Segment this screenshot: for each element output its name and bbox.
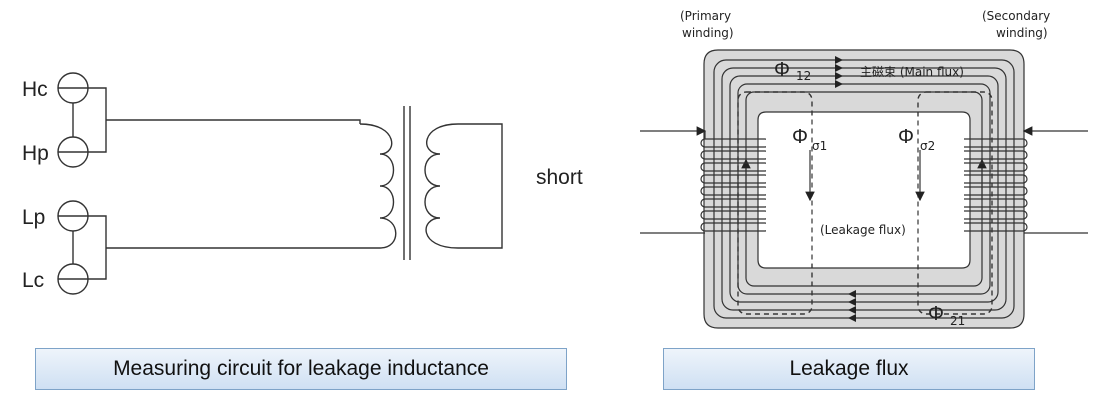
primary-winding-label-line1: (Primary	[680, 9, 731, 23]
terminal-lp-label: Lp	[22, 206, 45, 229]
phi-sigma2-symbol: Φ	[898, 126, 914, 148]
primary-coil	[359, 123, 397, 249]
short-label: short	[536, 166, 583, 189]
right-caption: Leakage flux	[663, 348, 1035, 390]
short-circuit-wire	[458, 123, 503, 249]
primary-lead-top	[106, 119, 361, 124]
primary-winding-label-line2: winding)	[682, 26, 734, 40]
terminal-hc-label: Hc	[22, 78, 48, 101]
phi12-subscript: 12	[796, 69, 811, 83]
transformer-core-diagram	[640, 49, 1088, 329]
phi21-symbol: Φ	[928, 303, 944, 325]
terminal-hp-label: Hp	[22, 142, 49, 165]
measuring-circuit	[57, 72, 503, 295]
secondary-coil	[424, 123, 459, 249]
secondary-winding-label-line1: (Secondary	[982, 9, 1050, 23]
high-side-bracket	[58, 87, 107, 153]
phi12-symbol: Φ	[774, 59, 790, 81]
left-caption: Measuring circuit for leakage inductance	[35, 348, 567, 390]
main-flux-lines	[713, 59, 1015, 319]
main-flux-arrows-bottom	[848, 290, 856, 322]
phi-sigma1-subscript: σ1	[812, 139, 827, 153]
phi-sigma1-symbol: Φ	[792, 126, 808, 148]
transformer-core	[403, 106, 411, 260]
main-flux-arrows-top	[835, 56, 843, 88]
phi21-subscript: 21	[950, 314, 965, 328]
secondary-winding-label-line2: winding)	[996, 26, 1048, 40]
terminal-lc-label: Lc	[22, 269, 44, 292]
low-side-bracket	[58, 215, 107, 280]
main-flux-label: 主磁束 (Main flux)	[860, 64, 964, 79]
phi-sigma2-subscript: σ2	[920, 139, 935, 153]
core-window	[766, 118, 964, 264]
leakage-flux-label: (Leakage flux)	[820, 223, 906, 237]
